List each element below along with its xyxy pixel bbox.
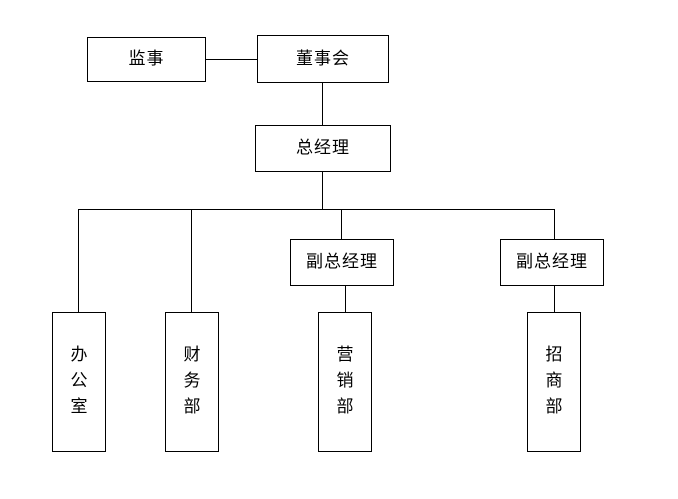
node-office[interactable]: 办公室 xyxy=(52,312,106,452)
connector-general-manager-to-bus xyxy=(322,172,323,209)
connector-bus-to-office xyxy=(78,209,79,312)
node-finance-department-label: 财务部 xyxy=(183,345,201,417)
node-deputy-general-manager-2-label: 副总经理 xyxy=(516,252,588,273)
node-board-of-directors-label: 董事会 xyxy=(296,48,350,69)
node-deputy-general-manager-1-label: 副总经理 xyxy=(306,252,378,273)
connector-bus-to-deputy-gm-1 xyxy=(341,209,342,239)
node-investment-department-label: 招商部 xyxy=(545,345,563,417)
node-deputy-general-manager-2[interactable]: 副总经理 xyxy=(500,239,604,286)
node-marketing-department[interactable]: 营销部 xyxy=(318,312,372,452)
node-office-label: 办公室 xyxy=(70,345,88,417)
node-marketing-department-label: 营销部 xyxy=(336,345,354,417)
connector-bus-to-finance xyxy=(191,209,192,312)
node-investment-department[interactable]: 招商部 xyxy=(527,312,581,452)
connector-distribution-bus xyxy=(78,209,555,210)
connector-deputy-gm-2-to-investment xyxy=(554,286,555,312)
connector-board-to-general-manager xyxy=(322,83,323,125)
node-general-manager-label: 总经理 xyxy=(296,138,350,159)
node-supervisor[interactable]: 监事 xyxy=(87,37,206,82)
connector-supervisor-to-board xyxy=(205,59,258,60)
node-general-manager[interactable]: 总经理 xyxy=(255,125,391,172)
connector-deputy-gm-1-to-marketing xyxy=(345,286,346,312)
node-board-of-directors[interactable]: 董事会 xyxy=(257,35,389,83)
node-finance-department[interactable]: 财务部 xyxy=(165,312,219,452)
node-deputy-general-manager-1[interactable]: 副总经理 xyxy=(290,239,394,286)
node-supervisor-label: 监事 xyxy=(128,49,165,70)
connector-bus-to-deputy-gm-2 xyxy=(554,209,555,239)
